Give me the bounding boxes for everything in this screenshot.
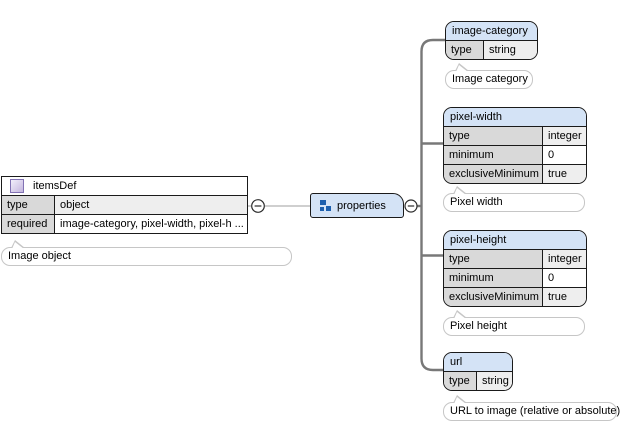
properties-icon: [320, 200, 331, 211]
table-row: minimum 0: [444, 145, 586, 164]
row-value: true: [543, 165, 586, 183]
node-title: image-category: [452, 25, 528, 37]
node-title: url: [450, 356, 463, 368]
node-title: itemsDef: [33, 180, 77, 192]
table-row: type object: [2, 195, 247, 214]
row-value: 0: [543, 269, 586, 287]
schema-node-pixel-height[interactable]: pixel-height type integer minimum 0 excl…: [443, 230, 587, 307]
row-label: minimum: [444, 269, 543, 287]
row-label: type: [444, 127, 543, 145]
table-row: exclusiveMinimum true: [444, 164, 586, 183]
table-row: type string: [446, 40, 537, 59]
node-header[interactable]: pixel-height: [444, 231, 586, 249]
collapse-toggle-itemsdef[interactable]: [251, 199, 265, 213]
annotation-bubble: Pixel width: [443, 186, 585, 212]
table-row: type integer: [444, 126, 586, 145]
row-label: type: [2, 196, 55, 214]
row-label: type: [444, 250, 543, 268]
row-value: integer: [543, 127, 586, 145]
row-label: required: [2, 215, 55, 233]
definition-icon: [10, 179, 24, 193]
schema-node-pixel-width[interactable]: pixel-width type integer minimum 0 exclu…: [443, 107, 587, 184]
schema-node-itemsdef[interactable]: itemsDef type object required image-cate…: [1, 176, 248, 234]
row-value: string: [477, 372, 512, 390]
row-value: object: [55, 196, 247, 214]
table-row: exclusiveMinimum true: [444, 287, 586, 306]
annotation-bubble: Pixel height: [443, 310, 585, 336]
row-label: minimum: [444, 146, 543, 164]
node-header[interactable]: itemsDef: [2, 177, 247, 195]
table-row: minimum 0: [444, 268, 586, 287]
row-label: exclusiveMinimum: [444, 288, 543, 306]
node-header[interactable]: image-category: [446, 22, 537, 40]
node-header[interactable]: url: [444, 353, 512, 371]
row-label: exclusiveMinimum: [444, 165, 543, 183]
table-row: type string: [444, 371, 512, 390]
row-value: string: [484, 41, 537, 59]
row-label: type: [446, 41, 484, 59]
trunk-connector: [420, 38, 445, 372]
annotation-bubble: Image category: [445, 63, 533, 89]
collapse-toggle-properties[interactable]: [404, 199, 418, 213]
annotation-bubble: URL to image (relative or absolute): [443, 395, 620, 421]
table-row: required image-category, pixel-width, pi…: [2, 214, 247, 233]
row-value: true: [543, 288, 586, 306]
schema-node-image-category[interactable]: image-category type string: [445, 21, 538, 60]
properties-label: properties: [337, 199, 386, 212]
annotation-bubble: Image object: [1, 240, 292, 266]
table-row: type integer: [444, 249, 586, 268]
row-value: integer: [543, 250, 586, 268]
schema-node-url[interactable]: url type string: [443, 352, 513, 391]
node-title: pixel-height: [450, 234, 507, 246]
row-value: 0: [543, 146, 586, 164]
node-title: pixel-width: [450, 111, 502, 123]
properties-node[interactable]: properties: [310, 193, 404, 218]
row-label: type: [444, 372, 477, 390]
row-value: image-category, pixel-width, pixel-h ...: [55, 215, 247, 233]
node-header[interactable]: pixel-width: [444, 108, 586, 126]
